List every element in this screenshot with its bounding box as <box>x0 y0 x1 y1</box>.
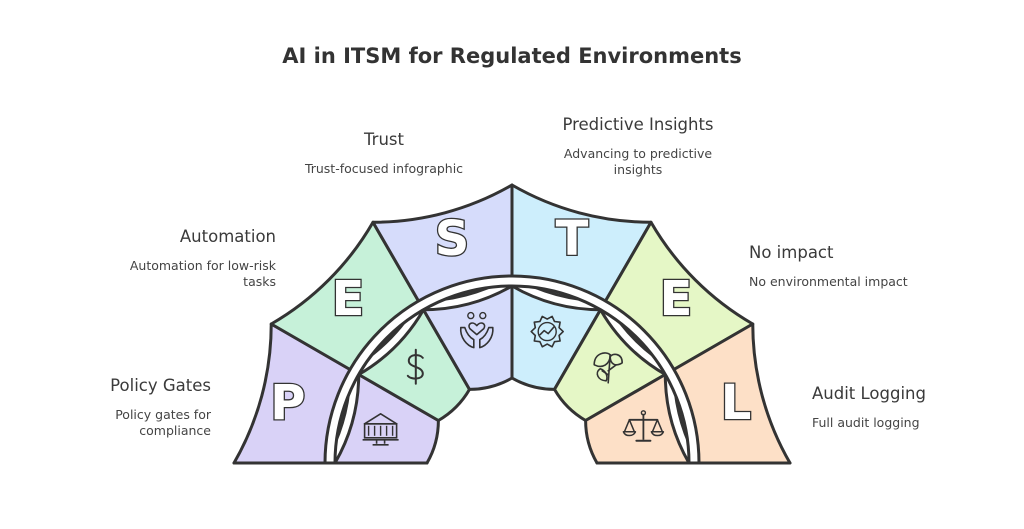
label-description-line: Full audit logging <box>812 415 920 430</box>
label-no-impact: No impact No environmental impact <box>749 243 949 290</box>
hands-heart-icon <box>459 311 494 349</box>
segment-letter: T <box>556 211 589 267</box>
label-audit-logging: Audit Logging Full audit logging <box>812 384 992 431</box>
label-heading: No impact <box>749 243 834 262</box>
segment-letter: P <box>270 375 305 431</box>
government-building-icon <box>362 412 399 446</box>
label-description-line: Policy gates for <box>115 407 211 422</box>
label-heading: Audit Logging <box>812 384 926 403</box>
leaf-icon <box>593 352 624 384</box>
segment-letter: E <box>332 271 365 327</box>
label-description-line: No environmental impact <box>749 274 908 289</box>
label-description-line: tasks <box>243 274 276 289</box>
label-description-line: Advancing to predictive <box>563 146 713 161</box>
label-heading: Policy Gates <box>110 376 211 395</box>
diagram-title: AI in ITSM for Regulated Environments <box>282 44 742 68</box>
label-heading: Automation <box>179 227 276 246</box>
label-predictive-insights: Predictive Insights Advancing to predict… <box>538 115 738 178</box>
segment-letter: E <box>660 271 693 327</box>
label-policy-gates: Policy Gates Policy gates for compliance <box>60 376 211 439</box>
label-description-line: compliance <box>139 423 211 438</box>
scales-icon <box>622 410 665 442</box>
label-heading: Trust <box>364 130 404 149</box>
dollar-icon <box>406 348 424 385</box>
icons <box>362 311 665 446</box>
label-description-line: Automation for low-risk <box>129 258 276 273</box>
label-description-line: Trust-focused infographic <box>304 161 464 176</box>
gear-chart-icon <box>530 315 565 348</box>
ring-frame <box>232 274 792 465</box>
label-automation: Automation Automation for low-risk tasks <box>80 227 276 290</box>
label-description-line: insights <box>613 162 663 177</box>
segment-letter: L <box>721 375 752 431</box>
label-trust: Trust Trust-focused infographic <box>284 130 484 177</box>
label-heading: Predictive Insights <box>562 115 714 134</box>
segment-letter: S <box>435 211 470 267</box>
